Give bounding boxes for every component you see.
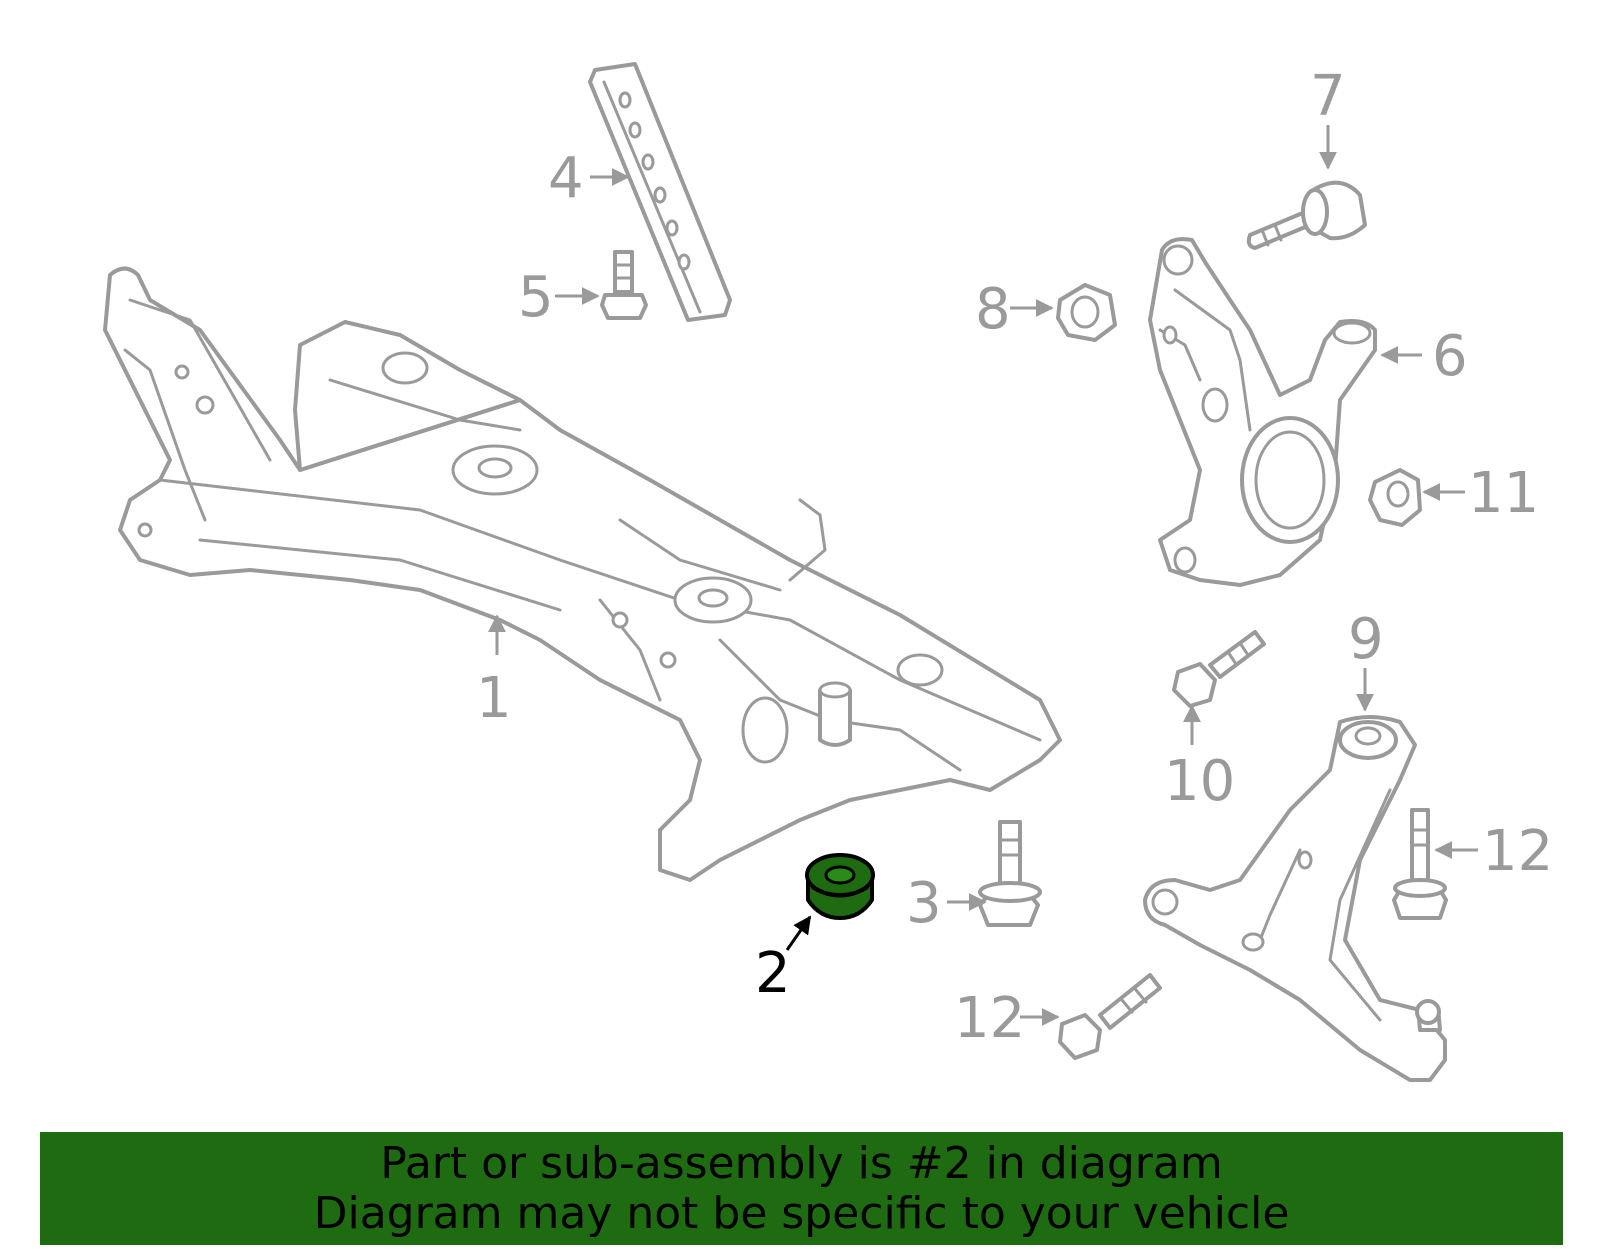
control-arm-part-9[interactable] bbox=[1143, 715, 1447, 1082]
callout-label-7: 7 bbox=[1310, 64, 1346, 129]
callout-label-2: 2 bbox=[755, 941, 791, 1006]
callout-5: 5 bbox=[518, 265, 600, 330]
callout-2: 2 bbox=[755, 915, 812, 1006]
callout-label-8: 8 bbox=[975, 277, 1011, 342]
callout-label-4: 4 bbox=[548, 146, 584, 211]
callout-4: 4 bbox=[548, 146, 630, 211]
callout-11: 11 bbox=[1422, 461, 1539, 526]
callout-8: 8 bbox=[975, 277, 1054, 342]
info-banner: Part or sub-assembly is #2 in diagram Di… bbox=[40, 1132, 1563, 1245]
subframe-part-1[interactable] bbox=[103, 266, 1062, 882]
callout-label-3: 3 bbox=[906, 871, 942, 936]
banner-line-1: Part or sub-assembly is #2 in diagram bbox=[380, 1137, 1223, 1189]
callout-label-12-lower: 12 bbox=[954, 986, 1025, 1051]
callout-label-11: 11 bbox=[1468, 461, 1539, 526]
bolt-part-5[interactable] bbox=[600, 250, 648, 320]
callout-label-6: 6 bbox=[1432, 324, 1468, 389]
callout-3: 3 bbox=[906, 871, 987, 936]
callout-6: 6 bbox=[1380, 324, 1468, 389]
brace-part-4[interactable] bbox=[588, 62, 732, 322]
callout-label-9: 9 bbox=[1348, 607, 1384, 672]
bolt-part-7[interactable] bbox=[1246, 180, 1367, 250]
callout-10: 10 bbox=[1164, 704, 1235, 814]
parts-diagram: 1 2 3 4 5 6 7 8 9 10 11 12 bbox=[103, 62, 1553, 1082]
callout-12-right: 12 bbox=[1434, 819, 1553, 884]
callout-9: 9 bbox=[1348, 607, 1384, 712]
bolt-part-12-upright[interactable] bbox=[1392, 808, 1448, 920]
callout-label-10: 10 bbox=[1164, 749, 1235, 814]
callout-label-5: 5 bbox=[518, 265, 554, 330]
nut-part-11[interactable] bbox=[1368, 468, 1422, 527]
knuckle-part-6[interactable] bbox=[1148, 237, 1377, 587]
callout-label-1: 1 bbox=[476, 666, 512, 731]
callout-1: 1 bbox=[476, 614, 512, 731]
callout-label-12-right: 12 bbox=[1482, 819, 1553, 884]
nut-part-8[interactable] bbox=[1056, 283, 1117, 342]
bolt-part-10[interactable] bbox=[1172, 630, 1266, 708]
banner-line-2: Diagram may not be specific to your vehi… bbox=[313, 1187, 1290, 1239]
bolt-part-3[interactable] bbox=[978, 820, 1042, 927]
bushing-part-2[interactable] bbox=[805, 853, 875, 920]
callout-12-lower: 12 bbox=[954, 986, 1060, 1051]
bolt-part-12-lower[interactable] bbox=[1058, 973, 1162, 1060]
callout-7: 7 bbox=[1310, 64, 1346, 170]
